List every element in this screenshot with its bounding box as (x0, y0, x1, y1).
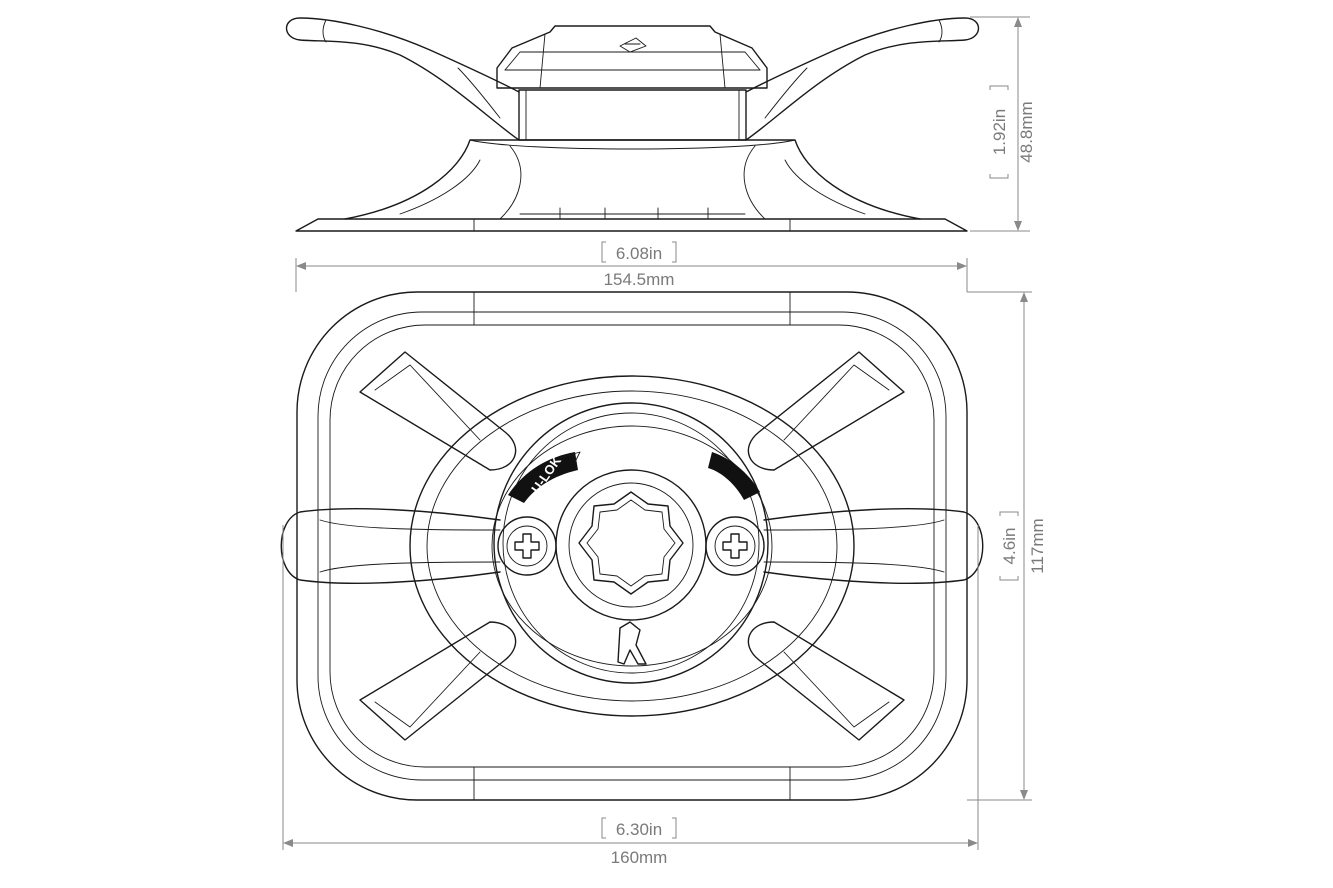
octagram-socket (578, 491, 684, 595)
dimension-plan-height: 4.6in 117mm (967, 291, 1047, 801)
top-width-in: 6.08in (616, 244, 662, 263)
top-width-mm: 154.5mm (604, 270, 675, 289)
lock-band (508, 452, 578, 503)
plan-height-mm: 117mm (1028, 518, 1047, 573)
diagonal-arm-bottom-right (747, 621, 905, 741)
diagonal-arm-bottom-left (359, 621, 517, 741)
plan-view: U-LOK (280, 291, 984, 801)
brand-logo-icon (617, 621, 647, 665)
dimension-top-width: 6.08in 154.5mm (295, 241, 968, 292)
side-view (285, 17, 980, 232)
plan-width-in: 6.30in (616, 820, 662, 839)
handle-right (763, 508, 984, 584)
central-hub: U-LOK (493, 402, 769, 684)
screw-right-icon (705, 516, 765, 576)
plan-width-mm: 160mm (611, 848, 668, 867)
diagonal-arm-top-right (747, 351, 905, 471)
plan-height-in: 4.6in (1000, 528, 1019, 565)
side-height-mm: 48.8mm (1017, 101, 1036, 162)
dimension-plan-width: 6.30in 160mm (282, 525, 979, 867)
screw-left-icon (497, 516, 557, 576)
side-height-in: 1.92in (990, 109, 1009, 155)
diagonal-arm-top-left (359, 351, 517, 471)
dimension-side-height: 1.92in 48.8mm (970, 16, 1036, 232)
handle-left (280, 508, 501, 584)
